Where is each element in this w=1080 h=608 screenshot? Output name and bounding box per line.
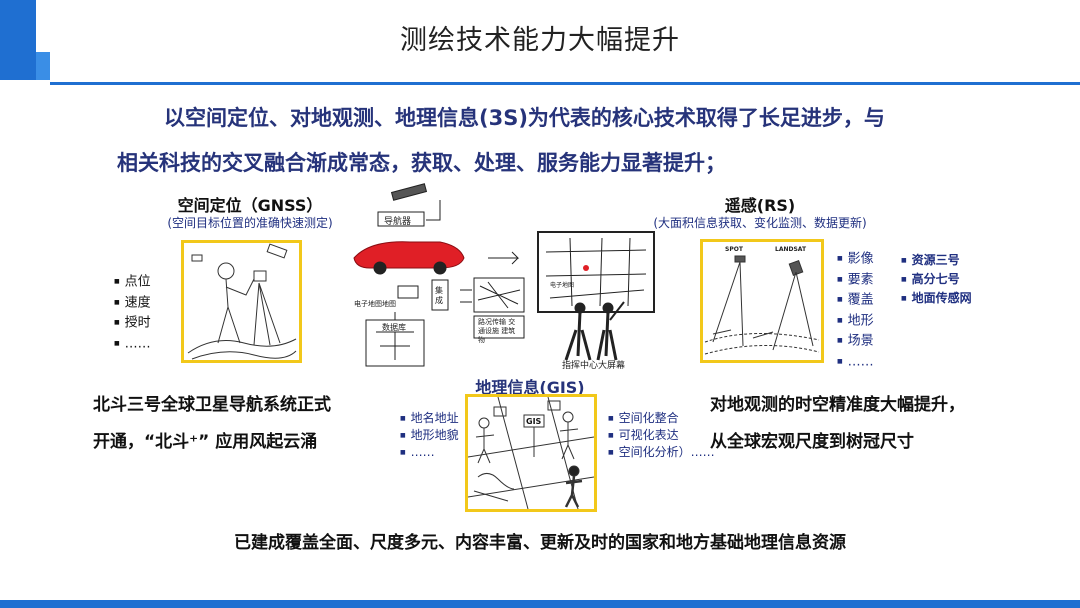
rs-item-list: 影像 要素 覆盖 地形 场景 ……: [837, 249, 874, 372]
spot-satellite-label: SPOT: [725, 246, 743, 253]
landsat-satellite-label: LANDSAT: [775, 246, 807, 253]
gnss-item: ……: [114, 334, 151, 355]
gis-title: 地理信息(GIS): [475, 378, 585, 397]
gis-left-item: 地形地貌: [400, 427, 459, 444]
gis-people-drawing: [467, 396, 595, 510]
gis-right-list: 空间化整合 可视化表达 空间化分析）……: [608, 410, 715, 461]
gis-left-item: 地名地址: [400, 410, 459, 427]
traffic-info-note: 路况传输 交通设施 建筑物: [478, 318, 516, 344]
rs-item: ……: [837, 352, 874, 373]
navigation-system-diagram: 导航器 电子地图地图 集成 数据库 路况传输 交通设施 建筑物 电子地图 指挥中…: [340, 180, 670, 371]
rs-caption-line-1: 对地观测的时空精准度大幅提升，: [710, 395, 965, 415]
nav-device-label: 导航器: [384, 217, 412, 227]
rs-source-item: 高分七号: [901, 270, 972, 289]
gnss-item: 点位: [114, 272, 151, 293]
rs-item: 覆盖: [837, 290, 874, 311]
rs-subtitle: (大面积信息获取、变化监测、数据更新): [653, 216, 867, 230]
gnss-caption-line-2: 开通，“北斗⁺” 应用风起云涌: [93, 432, 318, 452]
database-box-label: 数据库: [382, 323, 406, 332]
gnss-subtitle: (空间目标位置的准确快速测定): [167, 216, 333, 230]
gis-right-item: 可视化表达: [608, 427, 715, 444]
command-center-caption: 指挥中心大屏幕: [562, 361, 626, 371]
rs-item: 影像: [837, 249, 874, 270]
gnss-item: 授时: [114, 313, 151, 334]
rs-item: 地形: [837, 311, 874, 332]
footer-bar: [0, 600, 1080, 608]
rs-title: 遥感(RS): [724, 196, 796, 215]
title-divider: [50, 82, 1080, 85]
gis-left-list: 地名地址 地形地貌 ……: [400, 410, 459, 461]
gis-left-item: ……: [400, 444, 459, 461]
corner-accent-block: [0, 0, 36, 80]
screen-map-label: 电子地图: [550, 282, 575, 289]
integration-box-label: 集成: [435, 286, 443, 305]
surveyor-drawing: [187, 243, 297, 360]
rs-caption-line-2: 从全球宏观尺度到树冠尺寸: [710, 432, 914, 452]
gnss-item: 速度: [114, 293, 151, 314]
rs-item: 要素: [837, 270, 874, 291]
gis-sign-label: GIS: [526, 417, 542, 426]
gis-right-item: 空间化分析）……: [608, 444, 715, 461]
rs-item: 场景: [837, 331, 874, 352]
rs-source-list: 资源三号 高分七号 地面传感网: [901, 251, 972, 308]
rs-source-item: 地面传感网: [901, 289, 972, 308]
intro-line-1: 以空间定位、对地观测、地理信息(3S)为代表的核心技术取得了长足进步，与: [164, 106, 885, 130]
satellite-scan-drawing: [704, 255, 820, 355]
intro-line-2: 相关科技的交叉融合渐成常态，获取、处理、服务能力显著提升；: [117, 151, 726, 175]
gnss-caption-line-1: 北斗三号全球卫星导航系统正式: [93, 395, 331, 415]
corner-accent-small-block: [36, 52, 50, 80]
electronic-map-label: 电子地图地图: [354, 300, 396, 308]
rs-satellite-illustration: SPOT LANDSAT: [700, 239, 824, 363]
rs-source-item: 资源三号: [901, 251, 972, 270]
gnss-survey-illustration: [181, 240, 302, 363]
navigation-system-drawing: [353, 183, 655, 367]
slide-title: 测绘技术能力大幅提升: [400, 25, 680, 56]
gis-illustration: GIS: [465, 394, 597, 512]
summary-statement: 已建成覆盖全面、尺度多元、内容丰富、更新及时的国家和地方基础地理信息资源: [234, 533, 846, 553]
gis-right-item: 空间化整合: [608, 410, 715, 427]
gnss-item-list: 点位 速度 授时 ……: [114, 272, 151, 354]
gnss-title: 空间定位（GNSS）: [177, 196, 323, 215]
